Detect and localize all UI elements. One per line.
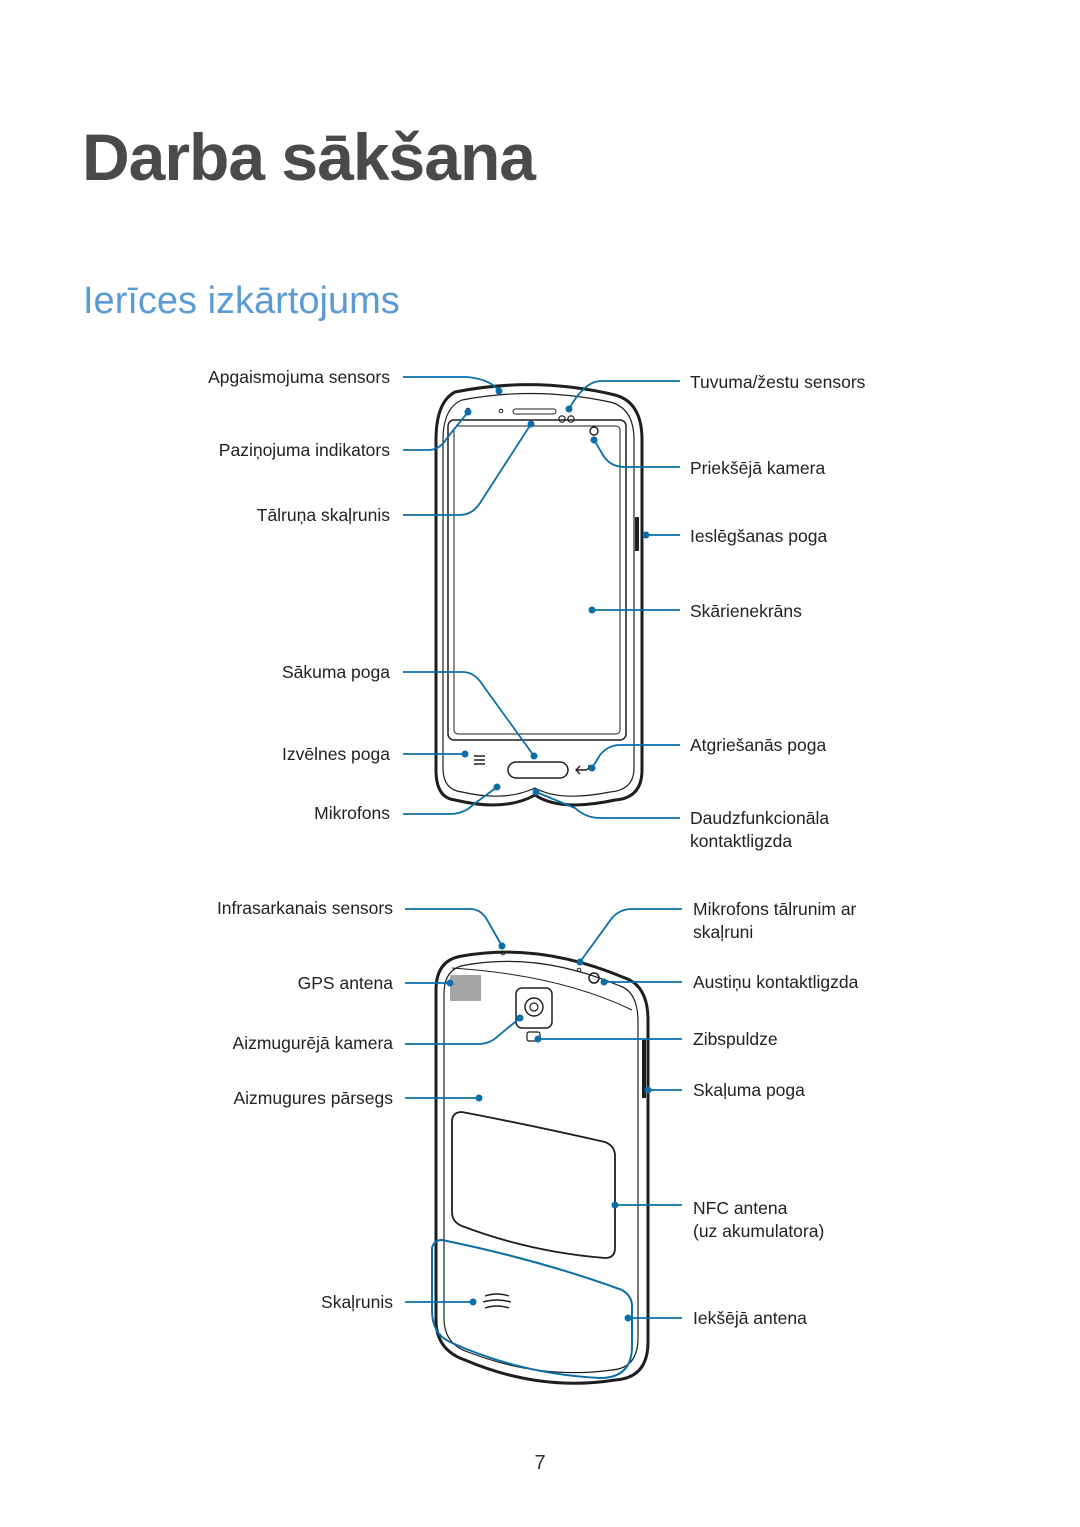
label-nfc-antenna-line2: (uz akumulatora) [693, 1221, 825, 1241]
label-rear-camera: Aizmugurējā kamera [232, 1033, 393, 1053]
label-touch-screen: Skārienekrāns [690, 601, 802, 621]
front-callout-dots [461, 387, 650, 796]
label-front-camera: Priekšējā kamera [690, 458, 826, 478]
label-notification-indicator: Paziņojuma indikators [218, 440, 390, 460]
chapter-title: Darba sākšana [82, 120, 536, 194]
back-callout-lines [405, 908, 682, 1319]
label-speakerphone-mic-line1: Mikrofons tālrunim ar [693, 899, 857, 919]
label-ambient-light-sensor: Apgaismojuma sensors [208, 367, 390, 387]
label-speakerphone-mic-line2: skaļruni [693, 922, 754, 942]
label-internal-antenna: Iekšējā antena [693, 1308, 807, 1328]
label-speaker: Skaļrunis [321, 1292, 393, 1312]
label-volume-button: Skaļuma poga [693, 1080, 805, 1100]
front-callout-lines [403, 376, 680, 819]
label-menu-button: Izvēlnes poga [282, 744, 390, 764]
page-number: 7 [534, 1452, 546, 1474]
front-phone-drawing [434, 383, 644, 807]
label-ir-sensor: Infrasarkanais sensors [216, 898, 393, 918]
label-home-button: Sākuma poga [282, 662, 390, 682]
label-multipurpose-jack-line2: kontaktligzda [690, 831, 793, 851]
back-phone-drawing [434, 950, 650, 1385]
label-gps-antenna: GPS antena [297, 973, 393, 993]
section-title: Ierīces izkārtojums [83, 280, 400, 322]
label-proximity-sensor: Tuvuma/žestu sensors [690, 372, 866, 392]
label-microphone: Mikrofons [314, 803, 390, 823]
internal-antenna-area [431, 1238, 633, 1380]
label-multipurpose-jack-line1: Daudzfunkcionāla [690, 808, 830, 828]
label-earpiece: Tālruņa skaļrunis [256, 505, 390, 525]
label-headset-jack: Austiņu kontaktligzda [693, 972, 859, 992]
gps-antenna-area [450, 975, 481, 1001]
label-power-button: Ieslēgšanas poga [690, 526, 828, 546]
label-nfc-antenna-line1: NFC antena [693, 1198, 788, 1218]
label-flash: Zibspuldze [693, 1029, 778, 1049]
back-callout-dots [446, 942, 652, 1322]
label-back-cover: Aizmugures pārsegs [233, 1088, 393, 1108]
label-back-button: Atgriešanās poga [690, 735, 827, 755]
